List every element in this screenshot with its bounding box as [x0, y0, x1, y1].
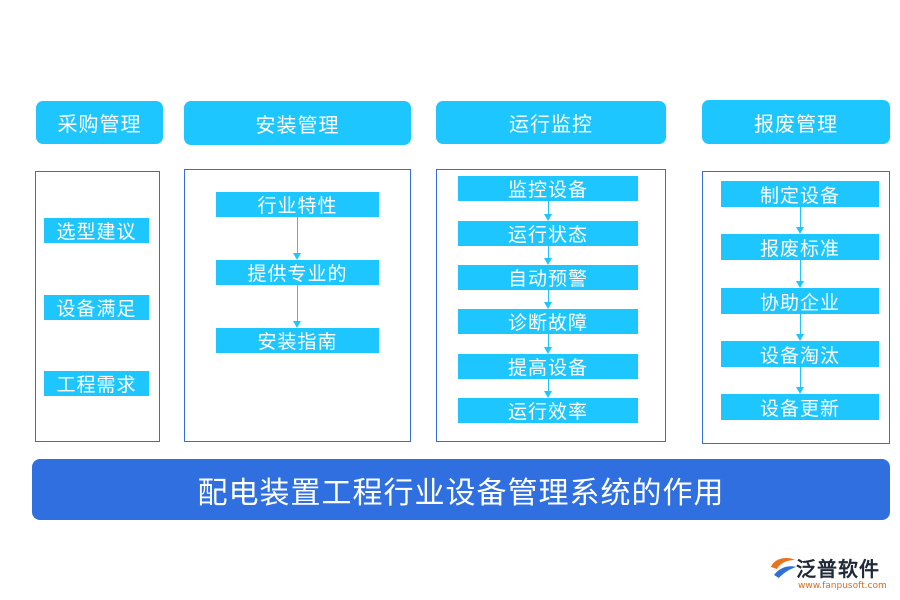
installation-item: 提供专业的 [216, 260, 379, 285]
scrapping-item: 设备更新 [721, 394, 879, 420]
monitoring-item: 运行状态 [458, 221, 638, 246]
scrapping-item: 协助企业 [721, 288, 879, 314]
header-monitoring: 运行监控 [436, 101, 666, 144]
monitoring-item: 自动预警 [458, 265, 638, 290]
scrapping-item: 设备淘汰 [721, 341, 879, 367]
scrapping-item: 制定设备 [721, 181, 879, 207]
monitoring-item: 提高设备 [458, 354, 638, 379]
procurement-item: 选型建议 [44, 218, 149, 243]
monitoring-item: 运行效率 [458, 398, 638, 423]
procurement-item: 设备满足 [44, 295, 149, 320]
fanpu-logo: 泛普软件 www.fanpusoft.com [768, 551, 892, 595]
header-procurement: 采购管理 [36, 101, 163, 144]
installation-item: 安装指南 [216, 328, 379, 353]
installation-item: 行业特性 [216, 192, 379, 217]
logo-name: 泛普软件 [796, 557, 880, 581]
header-scrapping: 报废管理 [702, 100, 890, 144]
header-installation: 安装管理 [184, 101, 411, 145]
fanpu-logo-icon [771, 558, 796, 578]
procurement-item: 工程需求 [44, 371, 149, 396]
scrapping-item: 报废标准 [721, 234, 879, 260]
diagram-title-banner: 配电装置工程行业设备管理系统的作用 [32, 459, 890, 520]
logo-url: www.fanpusoft.com [798, 581, 887, 591]
monitoring-item: 诊断故障 [458, 309, 638, 334]
monitoring-item: 监控设备 [458, 176, 638, 201]
